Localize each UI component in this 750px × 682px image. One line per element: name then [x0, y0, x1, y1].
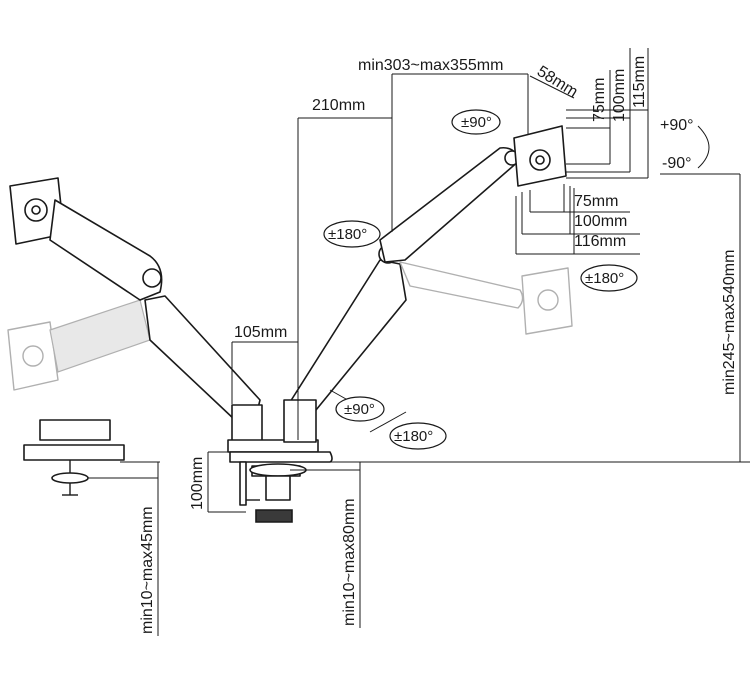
left-pole: [231, 404, 263, 446]
label-vesa-v2: 100mm: [611, 69, 628, 122]
left-arm-group: [7, 177, 263, 446]
badge-arm-swivel: [323, 220, 381, 248]
label-upper-arm: 210mm: [312, 97, 365, 114]
label-vesa-h2: 100mm: [574, 213, 627, 230]
label-base-height: 100mm: [189, 457, 206, 510]
dimension-lines: [88, 48, 750, 636]
right-upper-arm: [379, 146, 521, 263]
label-tilt-down: -90°: [662, 155, 692, 172]
label-swivel-head: ±90°: [461, 114, 492, 131]
label-clamp-range: min10~max80mm: [341, 498, 358, 626]
grommet-base: [23, 419, 125, 496]
left-ghost-vesa-plate: [7, 299, 151, 391]
label-tilt-up: +90°: [660, 117, 694, 134]
rotation-badges: [323, 109, 638, 450]
center-base: [227, 439, 333, 523]
badge-rotation: [580, 264, 638, 292]
label-arm-swivel: ±180°: [328, 226, 367, 243]
left-upper-arm: [49, 199, 163, 301]
label-base-swivel: ±90°: [344, 401, 375, 418]
label-vesa-v1: 75mm: [591, 78, 608, 122]
right-vesa-plate: [513, 125, 567, 187]
badge-swivel-head: [451, 109, 501, 135]
label-base-rotation: ±180°: [394, 428, 433, 445]
left-elbow-joint: [142, 268, 162, 288]
label-vesa-v3: 115mm: [631, 56, 648, 108]
badge-base-swivel: [335, 396, 385, 422]
right-arm-group: [283, 125, 573, 443]
right-pole: [283, 399, 317, 443]
badge-base-rotation: [389, 422, 447, 450]
label-grommet-range: min10~max45mm: [139, 506, 156, 634]
label-reach-range: min303~max355mm: [358, 57, 503, 74]
label-rotation-monitor: ±180°: [585, 270, 624, 287]
label-vesa-h1: 75mm: [574, 193, 618, 210]
right-ghost-arm: [399, 261, 524, 309]
left-lower-arm: [144, 295, 261, 421]
label-height-range: min245~max540mm: [721, 250, 738, 395]
right-ghost-vesa-plate: [521, 267, 573, 335]
right-lower-arm: [284, 259, 407, 411]
label-vesa-h3: 116mm: [574, 233, 626, 250]
label-lower-arm: 105mm: [234, 324, 287, 341]
